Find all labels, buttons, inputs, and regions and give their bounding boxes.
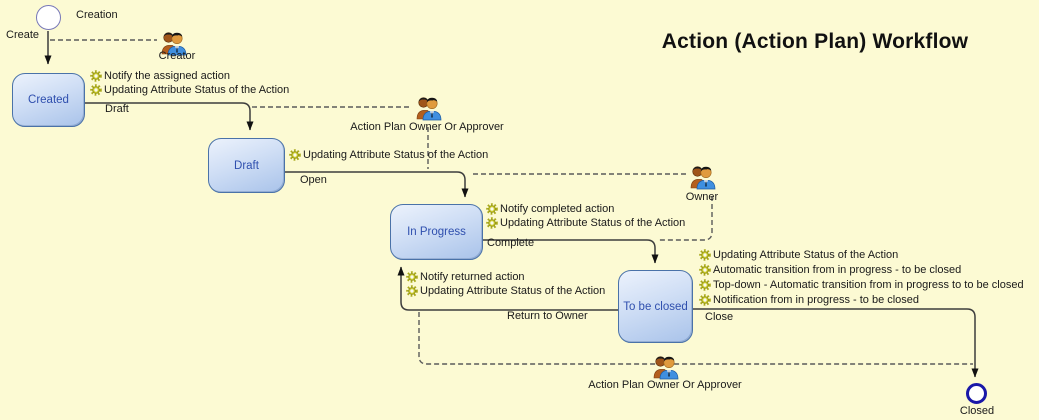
- people-icon: [653, 356, 679, 380]
- action-label: Updating Attribute Status of the Action: [303, 149, 489, 161]
- action-row: Updating Attribute Status of the Action: [486, 217, 685, 229]
- action-label: Notification from in progress - to be cl…: [713, 294, 920, 306]
- edge-return-to-owner: [397, 266, 618, 311]
- transition-draft-label: Draft: [105, 103, 129, 115]
- action-row: Updating Attribute Status of the Action: [699, 249, 898, 261]
- end-node-icon[interactable]: [966, 383, 987, 404]
- action-label: Top-down - Automatic transition from in …: [713, 279, 1024, 291]
- action-label: Updating Attribute Status of the Action: [713, 249, 899, 261]
- gear-icon: [406, 271, 418, 283]
- edge-draft: [85, 102, 254, 131]
- state-draft[interactable]: Draft: [208, 138, 285, 193]
- edge-close: [693, 308, 979, 378]
- state-in-progress-label: In Progress: [407, 226, 466, 238]
- transition-open-label: Open: [300, 174, 327, 186]
- start-node-label: Creation: [76, 9, 118, 21]
- action-label: Updating Attribute Status of the Action: [104, 84, 290, 96]
- role-owner-approver-top[interactable]: [413, 92, 443, 122]
- gear-icon: [699, 264, 711, 276]
- state-draft-label: Draft: [234, 159, 259, 172]
- role-owner-label: Owner: [685, 191, 719, 203]
- action-label: Updating Attribute Status of the Action: [500, 217, 686, 229]
- action-label: Notify the assigned action: [104, 70, 230, 82]
- action-row: Notify returned action: [406, 271, 525, 283]
- role-creator[interactable]: [158, 27, 188, 57]
- gear-icon: [699, 279, 711, 291]
- role-link-owner-out: [658, 196, 713, 241]
- role-creator-label: Creator: [158, 50, 196, 62]
- role-link-approver-bottom: [418, 312, 973, 365]
- action-row: Automatic transition from in progress - …: [699, 264, 961, 276]
- role-owner-approver-bottom-label: Action Plan Owner Or Approver: [588, 379, 742, 391]
- state-to-be-closed-label: To be closed: [623, 300, 688, 313]
- transition-complete-label: Complete: [487, 237, 535, 249]
- role-owner-approver-top-label: Action Plan Owner Or Approver: [350, 121, 504, 133]
- action-row: Updating Attribute Status of the Action: [90, 84, 289, 96]
- gear-icon: [289, 149, 301, 161]
- gear-icon: [90, 84, 102, 96]
- state-created-label: Created: [28, 94, 69, 106]
- role-owner-approver-bottom[interactable]: [650, 351, 680, 381]
- transition-create-label: Create: [6, 29, 40, 41]
- people-icon: [416, 97, 442, 121]
- gear-icon: [486, 217, 498, 229]
- gear-icon: [90, 70, 102, 82]
- people-icon: [161, 32, 187, 56]
- edge-complete: [483, 239, 659, 264]
- people-icon: [690, 166, 716, 190]
- action-row: Notify the assigned action: [90, 70, 230, 82]
- action-label: Automatic transition from in progress - …: [713, 264, 962, 276]
- gear-icon: [699, 249, 711, 261]
- role-owner[interactable]: [687, 161, 717, 191]
- action-row: Updating Attribute Status of the Action: [289, 149, 488, 161]
- gear-icon: [699, 294, 711, 306]
- state-in-progress[interactable]: In Progress: [390, 204, 483, 260]
- gear-icon: [406, 285, 418, 297]
- action-row: Updating Attribute Status of the Action: [406, 285, 605, 297]
- action-row: Top-down - Automatic transition from in …: [699, 279, 1024, 291]
- page-title: Action (Action Plan) Workflow: [661, 30, 969, 53]
- state-created[interactable]: Created: [12, 73, 85, 127]
- edge-open: [285, 171, 469, 198]
- gear-icon: [486, 203, 498, 215]
- action-label: Updating Attribute Status of the Action: [420, 285, 606, 297]
- transition-return-to-owner-label: Return to Owner: [507, 310, 588, 322]
- action-label: Notify completed action: [500, 203, 615, 215]
- action-row: Notify completed action: [486, 203, 614, 215]
- end-node-label: Closed: [959, 405, 995, 417]
- transition-close-label: Close: [705, 311, 734, 323]
- start-node-icon[interactable]: [36, 5, 61, 30]
- action-label: Notify returned action: [420, 271, 525, 283]
- action-row: Notification from in progress - to be cl…: [699, 294, 919, 306]
- state-to-be-closed[interactable]: To be closed: [618, 270, 693, 343]
